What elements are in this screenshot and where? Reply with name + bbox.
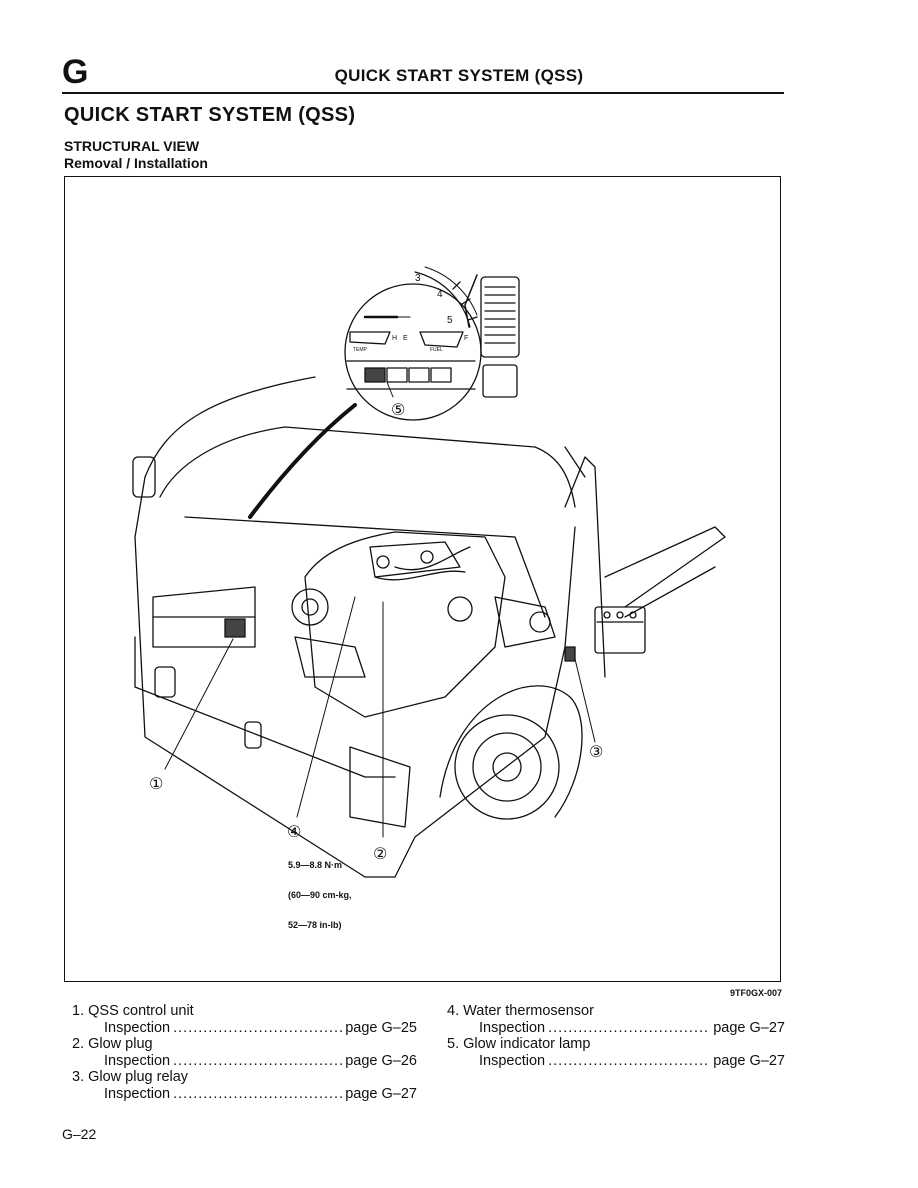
legend-item-title: 1. QSS control unit <box>72 1003 194 1019</box>
gauge-label-5: 5 <box>447 315 453 326</box>
legend-item-label: Inspection <box>104 1052 171 1069</box>
legend-item-label: Inspection <box>104 1019 171 1036</box>
figure-box: 3 4 5 H E F TEMP FUEL <box>64 176 781 982</box>
qss-structural-illustration: 3 4 5 H E F TEMP FUEL <box>132 266 726 878</box>
callout-2: ② <box>373 844 387 863</box>
page-reference-link[interactable]: page G–26 <box>345 1052 417 1069</box>
callout-1: ① <box>149 774 163 793</box>
subtitle: STRUCTURAL VIEW Removal / Installation <box>64 138 208 172</box>
legend-item-label: Inspection <box>104 1085 171 1102</box>
front-wheel <box>439 685 583 820</box>
page-reference-link[interactable]: page G–25 <box>345 1019 417 1036</box>
legend-item-2: 2. Glow plug Inspection page G–26 <box>72 1036 417 1069</box>
cluster-leader-arrow <box>248 403 357 519</box>
legend-item-5: 5. Glow indicator lamp Inspection page G–… <box>447 1036 785 1069</box>
gauge-label-4: 4 <box>437 289 443 300</box>
legend-left: 1. QSS control unit Inspectionpage G–25 … <box>72 1003 417 1102</box>
leader-4 <box>296 596 356 818</box>
figure-code: 9TF0GX-007 <box>729 988 782 998</box>
torque-spec: 5.9—8.8 N·m (60—90 cm-kg, 52—78 in-lb) <box>288 840 352 950</box>
torque-spec-inlb: 52—78 in-lb) <box>288 920 342 930</box>
gauge-label-3: 3 <box>415 273 421 284</box>
subtitle-removal-installation: Removal / Installation <box>64 155 208 171</box>
legend-item-label: Inspection <box>479 1019 546 1036</box>
legend-item-1: 1. QSS control unit Inspection page G–25 <box>72 1003 417 1036</box>
torque-spec-cmkg: (60—90 cm-kg, <box>288 890 352 900</box>
subtitle-structural-view: STRUCTURAL VIEW <box>64 138 200 154</box>
torque-spec-nm: 5.9—8.8 N·m <box>288 860 343 870</box>
gauge-label-fuel: FUEL <box>430 347 443 353</box>
page-title: QUICK START SYSTEM (QSS) <box>64 104 356 126</box>
section-letter: G <box>62 53 89 91</box>
legend-item-label: Inspection <box>479 1052 546 1069</box>
gauge-label-h: H <box>392 335 397 342</box>
legend-item-title: 5. Glow indicator lamp <box>447 1036 591 1052</box>
legend-item-title: 3. Glow plug relay <box>72 1069 189 1085</box>
page-number: G–22 <box>62 1126 97 1142</box>
legend-item-title: 4. Water thermosensor <box>447 1003 594 1019</box>
legend-right: 4. Water thermosensor Inspection page G–2… <box>447 1003 785 1069</box>
legend-item-title: 2. Glow plug <box>72 1036 153 1052</box>
header-rule <box>62 92 784 94</box>
gauge-label-e: E <box>403 335 408 342</box>
page-reference-link[interactable]: page G–27 <box>713 1019 785 1036</box>
instrument-cluster-detail <box>344 266 520 421</box>
leader-3 <box>574 658 596 743</box>
callout-4: ④ <box>287 822 301 841</box>
page-reference-link[interactable]: page G–27 <box>345 1085 417 1102</box>
gauge-label-temp: TEMP <box>353 347 368 353</box>
legend-item-3: 3. Glow plug relay Inspection page G–27 <box>72 1069 417 1102</box>
truck-cab <box>132 376 726 878</box>
callout-3: ③ <box>589 742 603 761</box>
engine-assembly <box>224 531 646 718</box>
leader-1 <box>164 638 234 770</box>
gauge-label-f: F <box>464 335 468 342</box>
page-reference-link[interactable]: page G–27 <box>713 1052 785 1069</box>
leader-5 <box>386 381 394 398</box>
legend-item-4: 4. Water thermosensor Inspection page G–2… <box>447 1003 785 1036</box>
callout-5: ⑤ <box>391 400 405 419</box>
running-title: QUICK START SYSTEM (QSS) <box>334 66 584 85</box>
